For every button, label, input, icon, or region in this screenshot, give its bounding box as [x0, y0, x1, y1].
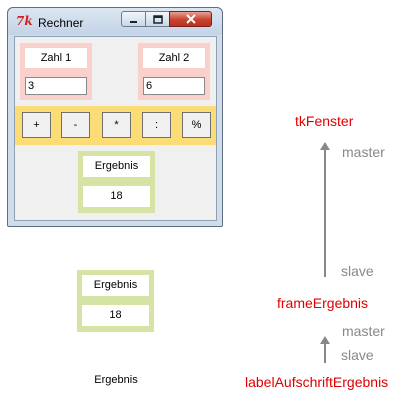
label-master-lower: master — [342, 323, 385, 339]
entry-zahl1[interactable]: 3 — [25, 77, 87, 95]
close-icon — [170, 12, 211, 26]
frame-operators: + - * : % — [15, 106, 216, 145]
arrow-up-icon — [320, 142, 330, 150]
title-bar[interactable]: 7k Rechner — [8, 8, 222, 35]
frame-zahl2: Zahl 2 6 — [138, 43, 210, 100]
standalone-label-ergebnis: Ergebnis — [82, 275, 149, 296]
button-minus[interactable]: - — [61, 112, 90, 138]
frame-zahl1: Zahl 1 3 — [20, 43, 92, 100]
label-slave-lower: slave — [341, 347, 374, 363]
button-plus[interactable]: + — [22, 112, 51, 138]
entry-zahl2[interactable]: 6 — [143, 77, 205, 95]
maximize-icon — [146, 12, 169, 26]
label-aufschrift-ergebnis: Ergebnis — [83, 156, 150, 177]
standalone-label-aufschrift: Ergebnis — [94, 374, 138, 386]
minimize-button[interactable] — [121, 11, 146, 27]
standalone-frame-ergebnis: Ergebnis 18 — [77, 270, 154, 332]
window-client-area: Zahl 1 3 Zahl 2 6 + - * : % Ergebnis 18 — [14, 36, 217, 221]
frame-ergebnis: Ergebnis 18 — [78, 151, 155, 213]
label-labelaufschriftergebnis: labelAufschriftErgebnis — [245, 374, 389, 390]
button-modulo[interactable]: % — [182, 112, 211, 138]
label-tkfenster: tkFenster — [295, 113, 354, 129]
window-title: Rechner — [38, 16, 84, 30]
arrow-line-upper — [324, 149, 326, 277]
arrow-up-icon — [320, 336, 330, 344]
label-zahl2: Zahl 2 — [143, 48, 205, 68]
label-frameergebnis: frameErgebnis — [277, 295, 369, 311]
button-multiply[interactable]: * — [102, 112, 131, 138]
label-master-upper: master — [342, 144, 385, 160]
maximize-button[interactable] — [145, 11, 170, 27]
label-slave-upper: slave — [341, 263, 374, 279]
tk-feather-icon: 7k — [16, 14, 33, 28]
rechner-window: 7k Rechner Zahl 1 3 Zahl 2 6 — [7, 7, 223, 227]
button-divide[interactable]: : — [142, 112, 171, 138]
label-zahl1: Zahl 1 — [25, 48, 87, 68]
minimize-icon — [122, 12, 145, 26]
arrow-line-lower — [324, 343, 326, 363]
close-button[interactable] — [169, 11, 212, 27]
label-ergebnis-value: 18 — [83, 186, 150, 207]
standalone-value-ergebnis: 18 — [82, 305, 149, 326]
